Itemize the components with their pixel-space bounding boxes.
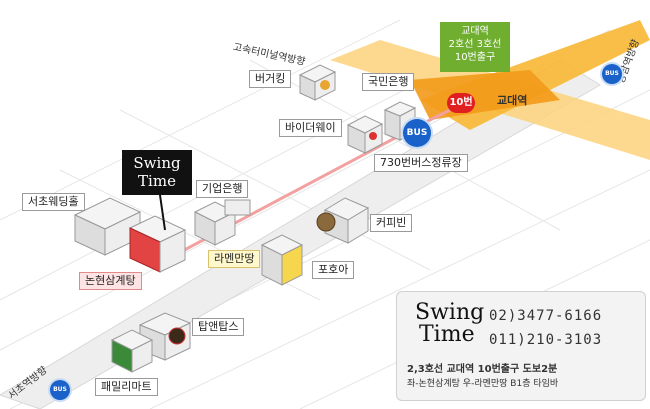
bus-stop-icon: BUS: [403, 119, 431, 147]
station-sign-line: 2호선 3호선: [448, 39, 502, 50]
label-family-mart: 패밀리마트: [95, 378, 158, 396]
label-samgyetang: 논현삼계탕: [79, 272, 142, 290]
station-sign: 교대역 2호선 3호선 10번출구: [440, 22, 510, 72]
label-tap-n-taps: 탑앤탑스: [192, 318, 245, 336]
logo-line: Swing: [133, 154, 181, 172]
coffee-bean-logo-icon: [316, 212, 336, 232]
bus-icon: BUS: [50, 380, 70, 400]
label-burger-king: 버거킹: [249, 70, 292, 88]
phone-number: 02)3477-6166: [489, 308, 603, 324]
mobile-number: 011)210-3103: [489, 332, 603, 348]
label-bus-stop: 730번버스정류장: [374, 154, 468, 172]
label-ramen: 라멘만땅: [208, 250, 261, 268]
buildings: [73, 64, 417, 373]
station-sign-line: 10번출구: [454, 52, 496, 63]
station-name: 교대역: [497, 94, 528, 107]
burger-king-logo-icon: [320, 80, 330, 90]
label-coffee-bean: 커피빈: [370, 214, 413, 232]
swing-time-logo: Swing Time: [122, 150, 192, 195]
location-text: 좌-논현삼계탕 우-라멘만땅 B1층 타임바: [407, 379, 559, 389]
bus-icon: BUS: [602, 64, 622, 84]
label-kookmin-bank: 국민은행: [362, 73, 415, 91]
label-pho: 포호아: [312, 261, 355, 279]
tap-n-taps-logo-icon: [168, 327, 186, 345]
station-sign-line: 교대역: [461, 26, 489, 37]
label-seocho-wedding: 서초웨딩홀: [22, 193, 85, 211]
info-card: Swing Time 02)3477-6166 011)210-3103 2,3…: [396, 291, 646, 401]
logo-line: Time: [138, 172, 176, 190]
label-ibk-bank: 기업은행: [196, 180, 249, 198]
brand-line: Swing: [415, 300, 485, 325]
exit-badge: 10번: [447, 93, 475, 113]
directions-text: 2,3호선 교대역 10번출구 도보2분: [407, 364, 558, 375]
brand-line: Time: [419, 322, 475, 347]
bitheway-logo-icon: [369, 132, 377, 140]
label-bitheway: 바이더웨이: [279, 119, 342, 137]
